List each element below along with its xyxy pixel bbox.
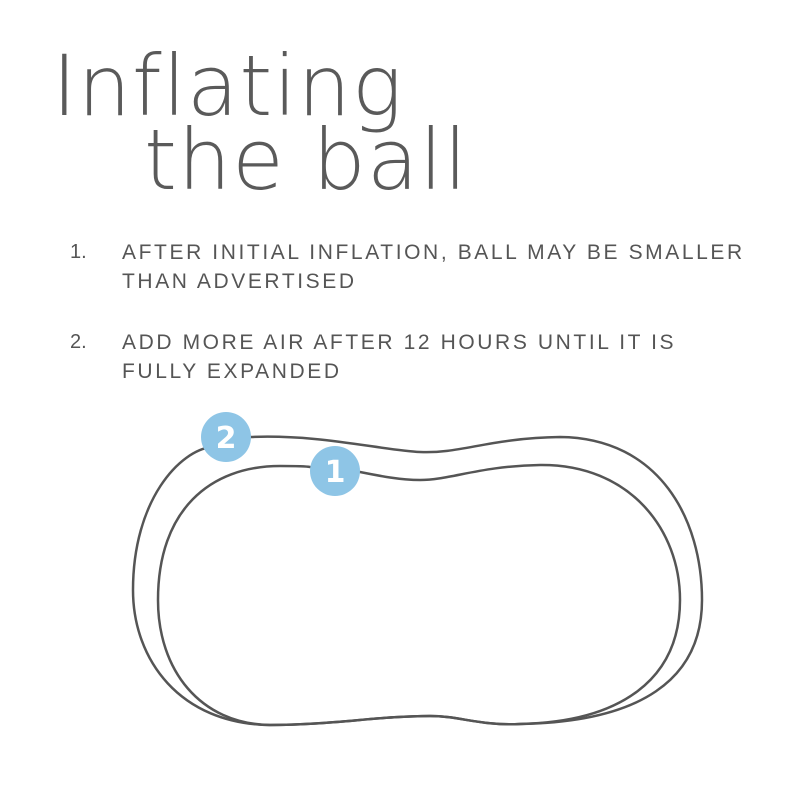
badge-circle — [310, 446, 360, 496]
instruction-step-1: 1. After initial inflation, ball may be … — [70, 238, 750, 296]
instruction-step-2: 2. Add more air after 12 hours until it … — [70, 328, 750, 386]
instruction-list: 1. After initial inflation, ball may be … — [70, 238, 750, 418]
badge-circle — [201, 412, 251, 462]
initial-ball-outline — [156, 463, 682, 727]
badge-1: 1 — [310, 446, 360, 496]
step-number: 2. — [70, 331, 87, 353]
badge-label: 1 — [325, 455, 346, 490]
step-text: Add more air after 12 hours until it is … — [122, 331, 677, 383]
step-text: After initial inflation, ball may be sma… — [122, 241, 745, 293]
badge-label: 2 — [216, 421, 237, 456]
expanded-ball-outline — [131, 435, 704, 727]
badge-2: 2 — [201, 412, 251, 462]
page-title-line-1: Inflating — [52, 37, 404, 135]
page-title-line-2: the ball — [144, 111, 469, 209]
step-number: 1. — [70, 241, 87, 263]
